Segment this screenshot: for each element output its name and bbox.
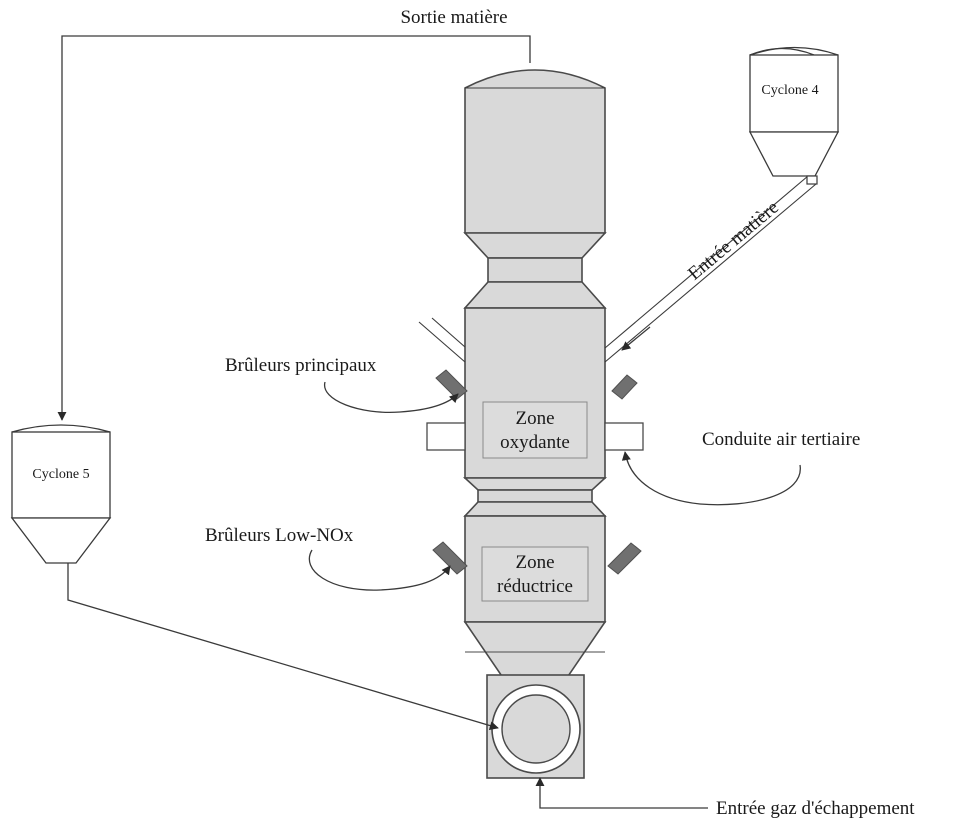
lownox-burner-right	[607, 542, 642, 575]
bruleurs-principaux-label: Brûleurs principaux	[225, 355, 377, 376]
conduite-air-label: Conduite air tertiaire	[702, 429, 860, 450]
bruleurs-lownox-label: Brûleurs Low-NOx	[205, 525, 354, 546]
material-inlet-arrow	[621, 326, 651, 351]
upper-taper	[463, 232, 607, 259]
cyclone-4-label: Cyclone 4	[761, 83, 818, 98]
zone-reductrice-box	[481, 546, 589, 602]
main-burners	[435, 369, 638, 400]
flare-middle	[463, 501, 607, 517]
cyclone-5-label: Cyclone 5	[32, 467, 89, 482]
neck-middle	[477, 489, 593, 503]
calciner-vessel	[462, 69, 608, 779]
middle-taper	[462, 477, 608, 491]
sortie-matiere-label: Sortie matière	[400, 7, 507, 28]
gas-inlet-core	[501, 694, 571, 764]
zone-reductrice-line1: Zone	[515, 552, 554, 573]
lownox-arrow	[308, 549, 451, 591]
tertiary-air-arrow	[621, 451, 801, 506]
flare-upper	[463, 281, 607, 309]
entree-gaz-label: Entrée gaz d'échappement	[716, 798, 915, 819]
exhaust-gas-arrow	[535, 777, 708, 809]
cyclone5-to-inlet-line	[67, 563, 499, 731]
zone-reductrice-line2: réductrice	[497, 576, 573, 597]
top-dome	[464, 69, 606, 234]
zone-oxydante-line2: oxydante	[500, 432, 570, 453]
tertiary-air-duct-left	[426, 422, 466, 451]
main-burner-right	[611, 374, 638, 400]
lownox-burner-left	[432, 541, 468, 575]
material-outlet-line	[57, 35, 531, 421]
entree-matiere-label: Entrée matière	[684, 197, 783, 285]
cyclone-4: Cyclone 4	[748, 46, 840, 185]
zone-oxydante-box	[482, 401, 588, 459]
lownox-burners	[432, 541, 642, 575]
zone-oxydante-line1: Zone	[515, 408, 554, 429]
neck-upper	[487, 257, 583, 283]
cyclone-5: Cyclone 5	[10, 424, 112, 564]
tertiary-air-duct-right	[604, 422, 644, 451]
main-burner-left	[435, 369, 468, 400]
main-burners-arrow	[324, 381, 459, 414]
